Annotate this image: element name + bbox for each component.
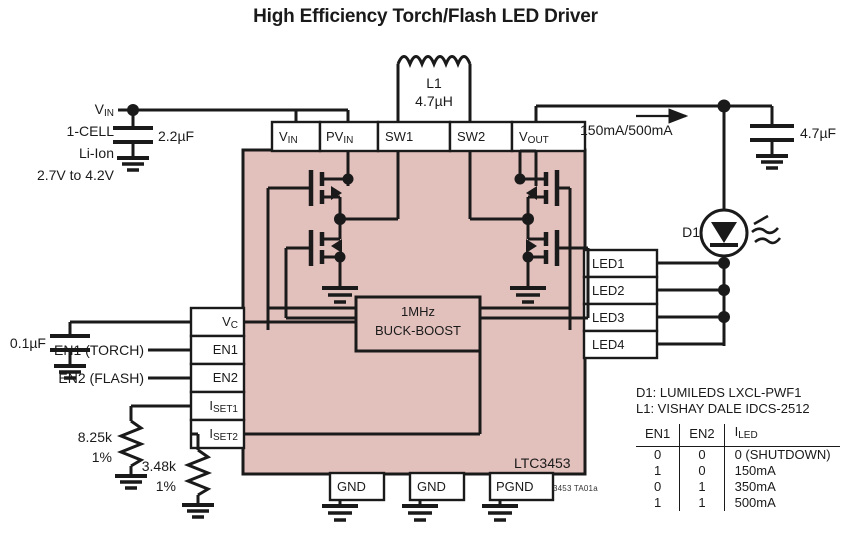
cell-en1: 0 bbox=[636, 446, 681, 463]
pin-box-led2 bbox=[582, 275, 659, 306]
pin-label-led1: LED1 bbox=[592, 256, 625, 271]
current-direction-arrow bbox=[636, 108, 689, 124]
cell-en1: 1 bbox=[636, 463, 681, 479]
cell-iled: 350mA bbox=[734, 479, 776, 494]
source-line-1: 1-CELL bbox=[66, 123, 114, 139]
pin-box-vout bbox=[510, 120, 587, 153]
pin-label-pgnd: PGND bbox=[496, 479, 534, 494]
output-current-label: 150mA/500mA bbox=[580, 122, 673, 138]
component-notes: D1: LUMILEDS LXCL-PWF1 L1: VISHAY DALE I… bbox=[636, 385, 810, 417]
led-light-ray-2 bbox=[751, 227, 779, 235]
r1-value: 8.25k bbox=[77, 429, 112, 445]
inductor-value: 4.7µH bbox=[415, 93, 453, 109]
note-l1: L1: VISHAY DALE IDCS-2512 bbox=[636, 401, 810, 416]
enable-truth-table: EN1 EN2 ILED 0 0 0 (SHUTDOWN) 1 0 150mA … bbox=[636, 424, 840, 511]
pin-box-gnd-2 bbox=[408, 471, 466, 502]
note-d1: D1: LUMILEDS LXCL-PWF1 bbox=[636, 385, 802, 400]
lb-mos-source-dot bbox=[334, 251, 346, 263]
pin-box-sw2 bbox=[448, 120, 514, 153]
pin-box-pgnd bbox=[488, 471, 555, 502]
en2-control-label: EN2 (FLASH) bbox=[58, 370, 144, 386]
cell-iled: 500mA bbox=[734, 495, 776, 510]
comp-cap-value: 0.1µF bbox=[9, 335, 46, 351]
table-header-row: EN1 EN2 ILED bbox=[636, 424, 840, 447]
pin-label-sw1: SW1 bbox=[385, 129, 414, 144]
rb-mos-source-dot bbox=[522, 251, 534, 263]
pin-label-gnd-1: GND bbox=[337, 479, 366, 494]
led-light-ray-1 bbox=[753, 214, 769, 226]
rb-mos-body-arrow bbox=[526, 239, 537, 253]
core-block-line1: 1MHz bbox=[401, 304, 435, 319]
document-id-label: 3453 TA01a bbox=[553, 484, 598, 493]
r2-tolerance: 1% bbox=[155, 478, 176, 494]
header-en1: EN1 bbox=[636, 424, 681, 447]
pin-label-en2: EN2 bbox=[212, 370, 238, 385]
part-number-label: LTC3453 bbox=[514, 455, 571, 471]
pin-box-led4 bbox=[582, 329, 659, 360]
pin-box-gnd-1 bbox=[328, 471, 386, 502]
pin-label-sw2: SW2 bbox=[457, 129, 486, 144]
pin-box-en2 bbox=[189, 362, 246, 394]
led-ref-label: D1 bbox=[682, 224, 700, 240]
cell-en1: 1 bbox=[636, 495, 681, 511]
cell-en2: 1 bbox=[679, 479, 725, 495]
pin-label-iset1: ISET1 bbox=[209, 398, 238, 415]
led-light-ray-3 bbox=[754, 237, 782, 245]
pin-label-led2: LED2 bbox=[592, 283, 625, 298]
r2-value: 3.48k bbox=[141, 458, 176, 474]
pin-box-iset2 bbox=[189, 418, 246, 450]
table-row: 1 0 150mA bbox=[636, 463, 840, 479]
inductor-coil bbox=[396, 55, 472, 69]
core-block-line2: BUCK-BOOST bbox=[375, 323, 461, 338]
cell-iled: 0 (SHUTDOWN) bbox=[734, 447, 831, 462]
header-iled: ILED bbox=[724, 424, 840, 447]
pin-box-en1 bbox=[189, 334, 246, 366]
inductor-ref: L1 bbox=[426, 75, 442, 91]
figure-title: High Efficiency Torch/Flash LED Driver bbox=[253, 6, 598, 27]
cell-en2: 0 bbox=[679, 446, 725, 463]
table-row: 0 0 0 (SHUTDOWN) bbox=[636, 446, 840, 463]
pin-label-vc: VC bbox=[222, 314, 238, 331]
pin-label-led3: LED3 bbox=[592, 310, 625, 325]
core-block-box bbox=[354, 295, 482, 353]
r1-tolerance: 1% bbox=[91, 449, 112, 465]
cell-en2: 1 bbox=[679, 495, 725, 511]
pin-label-iset2: ISET2 bbox=[209, 426, 238, 443]
pin-label-pvin: PVIN bbox=[326, 129, 354, 146]
source-line-2: Li-Ion bbox=[78, 145, 114, 161]
lt-mos-body-arrow bbox=[331, 186, 342, 200]
pin-label-gnd-2: GND bbox=[417, 479, 446, 494]
pin-label-led4: LED4 bbox=[592, 337, 625, 352]
pin-label-vout: VOUT bbox=[519, 129, 549, 146]
output-cap-value: 4.7µF bbox=[800, 125, 837, 141]
source-line-3: 2.7V to 4.2V bbox=[36, 167, 114, 183]
resistor-r1-zigzag bbox=[116, 419, 146, 468]
en1-control-label: EN1 (TORCH) bbox=[54, 342, 144, 358]
pin-label-en1: EN1 bbox=[212, 342, 238, 357]
input-cap-value: 2.2µF bbox=[158, 128, 195, 144]
header-en2: EN2 bbox=[679, 424, 725, 447]
lb-mos-body-arrow bbox=[331, 239, 342, 253]
led-diode-triangle bbox=[711, 222, 737, 243]
table-row: 1 1 500mA bbox=[636, 495, 840, 511]
table-row: 0 1 350mA bbox=[636, 479, 840, 495]
vin-source-label: VIN bbox=[94, 101, 114, 119]
cell-en2: 0 bbox=[679, 463, 725, 479]
cell-iled: 150mA bbox=[734, 463, 776, 478]
cell-en1: 0 bbox=[636, 479, 681, 495]
rt-mos-body-arrow bbox=[526, 186, 537, 200]
lt-mos-drain-dot bbox=[342, 173, 354, 185]
resistor-r2-zigzag bbox=[183, 448, 213, 497]
pin-label-vin: VIN bbox=[279, 129, 298, 146]
